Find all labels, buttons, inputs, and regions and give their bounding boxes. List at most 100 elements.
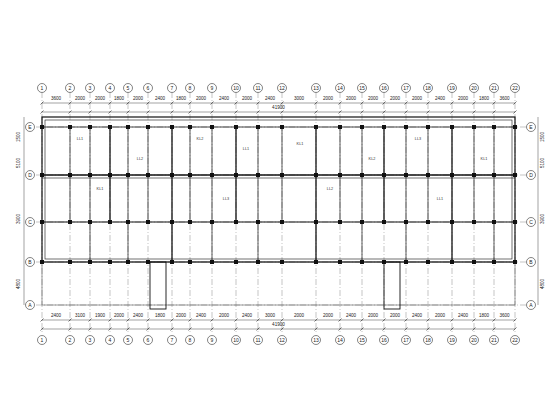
dimension-line [42, 112, 515, 113]
dimension-tick [427, 319, 430, 322]
column [40, 220, 44, 224]
column [314, 260, 318, 264]
column [126, 220, 130, 224]
axis-number: 4 [109, 86, 112, 91]
dimension-tick [69, 328, 72, 331]
column [426, 125, 430, 129]
beam-label: KL2 [197, 138, 204, 142]
beam-label: LL2 [327, 188, 333, 192]
dimension-tick [211, 102, 214, 105]
dimension-text: 2000 [219, 314, 229, 319]
column [426, 220, 430, 224]
balcony-band [42, 262, 515, 305]
column [492, 260, 496, 264]
axis-number: 10 [233, 338, 239, 343]
axis-number: 11 [255, 338, 260, 343]
column [404, 220, 408, 224]
dimension-text: 1500 [541, 132, 546, 142]
dimension-tick [171, 102, 174, 105]
column [188, 173, 192, 177]
axis-bubble [66, 336, 75, 345]
column [170, 260, 174, 264]
beam-label: LL3 [223, 198, 229, 202]
axis-number: 13 [313, 338, 319, 343]
axis-bubble [490, 84, 499, 93]
column [450, 125, 454, 129]
beam-label: LL2 [137, 158, 143, 162]
dimension-tick [211, 319, 214, 322]
dimension-tick [451, 111, 454, 114]
column [382, 220, 386, 224]
interior-wall [494, 127, 495, 262]
dimension-text: 2400 [412, 314, 422, 319]
dimension-text: 4800 [541, 278, 546, 288]
axis-bubble [186, 84, 195, 93]
column [210, 220, 214, 224]
axis-number: 12 [279, 86, 285, 91]
axis-letter: A [28, 303, 31, 308]
dimension-tick [451, 328, 454, 331]
dimension-line [538, 117, 539, 305]
column [88, 260, 92, 264]
dimension-line [42, 320, 515, 321]
axis-bubble [511, 336, 520, 345]
dimension-tick [127, 319, 130, 322]
axis-bubble [527, 258, 536, 267]
dimension-text: 2400 [155, 97, 165, 102]
column [108, 220, 112, 224]
axis-bubble [186, 336, 195, 345]
interior-wall [171, 127, 172, 262]
dimension-tick [427, 111, 430, 114]
axis-bubble [26, 258, 35, 267]
dimension-tick [405, 102, 408, 105]
dimension-tick [41, 102, 44, 105]
column [450, 260, 454, 264]
dimension-tick [493, 111, 496, 114]
axis-number: 18 [425, 86, 431, 91]
dimension-tick [189, 102, 192, 105]
wall [42, 127, 515, 128]
axis-number: 2 [69, 338, 72, 343]
axis-number: 11 [255, 86, 260, 91]
dimension-tick [109, 111, 112, 114]
axis-number: 8 [189, 86, 192, 91]
axis-number: 14 [337, 338, 343, 343]
dimension-tick [127, 111, 130, 114]
axis-number: 16 [381, 338, 387, 343]
column [146, 260, 150, 264]
axis-number: 16 [381, 86, 387, 91]
axis-letter: B [28, 260, 31, 265]
axis-bubble [511, 84, 520, 93]
column [338, 125, 342, 129]
dimension-tick [405, 319, 408, 322]
axis-number: 19 [449, 338, 455, 343]
axis-bubble [66, 84, 75, 93]
axis-letter: B [529, 260, 532, 265]
axis-letter: C [28, 220, 32, 225]
interior-wall [90, 127, 91, 262]
column [234, 260, 238, 264]
dimension-tick [339, 102, 342, 105]
column [88, 125, 92, 129]
column [338, 173, 342, 177]
dimension-line [24, 117, 25, 305]
dimension-tick [427, 102, 430, 105]
axis-bubble [336, 84, 345, 93]
column [450, 173, 454, 177]
dimension-text: 2400 [435, 97, 445, 102]
dimension-tick [257, 319, 260, 322]
column [492, 173, 496, 177]
axis-bubble [26, 123, 35, 132]
column [188, 220, 192, 224]
column [450, 220, 454, 224]
dimension-text: 3000 [294, 97, 304, 102]
dimension-text: 2000 [435, 314, 445, 319]
dimension-text: 2000 [196, 97, 206, 102]
axis-bubble [106, 336, 115, 345]
axis-number: 3 [89, 338, 92, 343]
beam-label: KL1 [297, 143, 304, 147]
axis-number: 5 [127, 338, 130, 343]
axis-number: 21 [491, 338, 497, 343]
axis-bubble [336, 336, 345, 345]
column [382, 260, 386, 264]
